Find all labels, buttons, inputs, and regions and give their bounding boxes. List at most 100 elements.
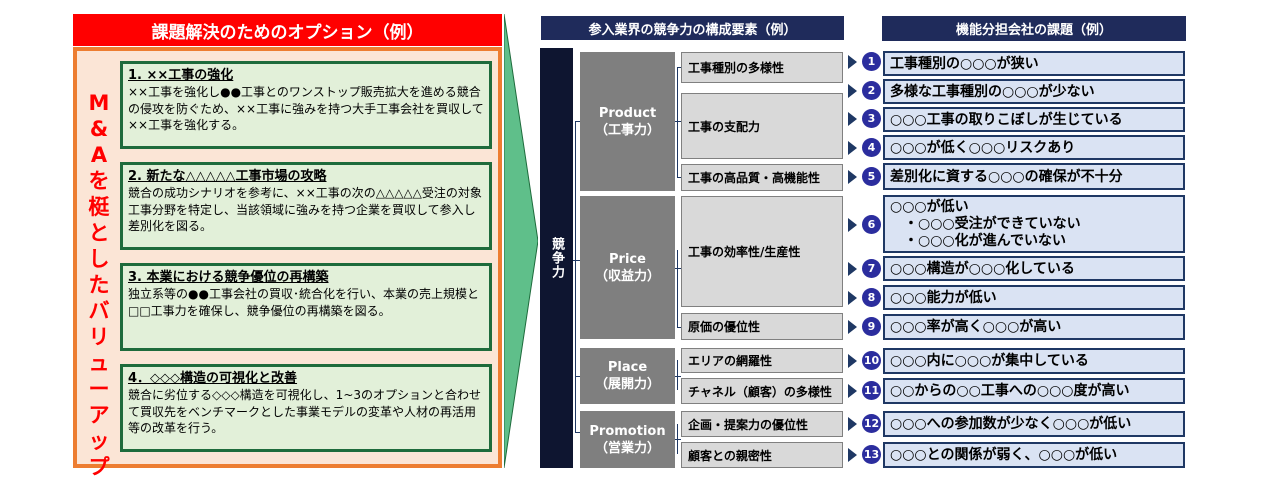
issue-box: ○○○率が高く○○○が高い xyxy=(883,314,1185,340)
tree-connector xyxy=(677,250,678,327)
components-header: 参入業界の競争力の構成要素（例） xyxy=(541,16,844,40)
option-body: 競合の成功シナリオを参考に、××工事の次の△△△△△受注の対象工事分野を特定し、… xyxy=(128,186,482,233)
arrow-right-icon xyxy=(848,218,857,232)
element-box: チャネル（顧客）の多様性 xyxy=(681,378,843,404)
vertical-title-char: & xyxy=(89,117,109,141)
issue-box: ○○○構造が○○○化している xyxy=(883,256,1185,281)
tree-connector xyxy=(675,268,681,269)
element-box: エリアの網羅性 xyxy=(681,348,843,373)
vertical-title-char: と xyxy=(88,221,110,245)
tree-connector xyxy=(675,121,681,122)
issue-box: ○○○が低い ・○○○受注ができていない ・○○○化が進んでいない xyxy=(883,195,1185,253)
arrow-right-icon xyxy=(848,84,857,98)
option-title: 2. 新たな△△△△△工事市場の攻略 xyxy=(128,169,327,184)
vertical-title-char: た xyxy=(88,273,110,297)
issue-box: ○○○能力が低い xyxy=(883,285,1185,310)
tree-connector xyxy=(677,67,678,177)
root-label: 競争力 xyxy=(549,237,564,279)
vertical-title-char: A xyxy=(90,143,108,167)
issue-line: 多様な工事種別の○○○が少ない xyxy=(890,83,1095,100)
issue-number: 11 xyxy=(862,381,881,400)
issue-line: ○○○が低く○○○リスクあり xyxy=(890,139,1076,156)
issue-number: 7 xyxy=(862,259,881,278)
issue-box: ○○○との関係が弱く、○○○が低い xyxy=(883,442,1185,468)
category-sub: （収益力） xyxy=(594,268,660,284)
option-box: 2. 新たな△△△△△工事市場の攻略 競合の成功シナリオを参考に、××工事の次の… xyxy=(120,162,492,250)
category-name: Price xyxy=(609,251,646,267)
vertical-title-char: プ xyxy=(88,455,110,479)
option-body: 独立系等の●●工事会社の買収･統合化を行い、本業の売上規模と□□工事力を確保し、… xyxy=(128,287,479,318)
tree-connector xyxy=(575,121,576,432)
issue-number: 10 xyxy=(862,351,881,370)
arrow-right-icon xyxy=(848,448,857,462)
arrow-right-icon xyxy=(848,384,857,398)
option-box: 4．◇◇◇構造の可視化と改善 競合に劣位する◇◇◇構造を可視化し、1~3のオプシ… xyxy=(120,364,492,452)
issue-box: ○○からの○○工事への○○○度が高い xyxy=(883,378,1185,404)
issue-line: ○○○能力が低い xyxy=(890,289,997,306)
arrow-right-icon xyxy=(848,320,857,334)
option-title: 3. 本業における競争優位の再構築 xyxy=(128,270,329,285)
issue-line: 工事種別の○○○が狭い xyxy=(890,55,1039,72)
issue-line: ・○○○受注ができていない xyxy=(904,215,1081,232)
issues-header: 機能分担会社の課題（例） xyxy=(882,16,1186,41)
vertical-title-char: リ xyxy=(88,325,110,349)
issue-number: 2 xyxy=(862,81,881,100)
issue-number: 8 xyxy=(862,288,881,307)
vertical-title-char: M xyxy=(88,91,110,115)
issue-number: 12 xyxy=(862,414,881,433)
issue-box: 工事種別の○○○が狭い xyxy=(883,51,1185,76)
issue-number: 5 xyxy=(862,167,881,186)
issue-box: ○○○への参加数が少なく○○○が低い xyxy=(883,411,1185,437)
category-product: Product （工事力） xyxy=(580,52,675,191)
element-box: 原価の優位性 xyxy=(681,313,843,340)
category-place: Place （展開力） xyxy=(580,348,675,404)
arrow-right-icon xyxy=(848,112,857,126)
issue-number: 6 xyxy=(862,215,881,234)
vertical-title-char: ュ xyxy=(88,351,110,375)
vertical-title-char: ッ xyxy=(88,429,110,453)
issue-number: 4 xyxy=(862,138,881,157)
issue-number: 13 xyxy=(862,445,881,464)
issue-number: 3 xyxy=(862,109,881,128)
tree-connector xyxy=(677,327,681,328)
arrow-right-icon xyxy=(848,141,857,155)
tree-connector xyxy=(677,177,681,178)
vertical-title: M & A を 梃 と し た バ リ ュ ー ア ッ プ xyxy=(82,90,116,480)
category-sub: （工事力） xyxy=(594,122,660,138)
element-box: 工事の高品質・高機能性 xyxy=(681,164,843,191)
issue-line: ○○○が低い xyxy=(890,198,969,215)
issue-box: 多様な工事種別の○○○が少ない xyxy=(883,79,1185,104)
vertical-title-char: ア xyxy=(88,403,110,427)
arrow-right-icon xyxy=(848,354,857,368)
vertical-title-char: を xyxy=(88,169,110,193)
arrow-right-icon xyxy=(848,55,857,69)
arrow-right-icon xyxy=(848,291,857,305)
element-box: 工事の効率性/生産性 xyxy=(681,196,843,307)
arrow-right-icon xyxy=(848,417,857,431)
issue-number: 9 xyxy=(862,317,881,336)
tree-connector xyxy=(575,121,580,122)
category-name: Promotion xyxy=(589,423,666,439)
vertical-title-char: し xyxy=(88,247,110,271)
tree-connector xyxy=(575,376,580,377)
vertical-title-char: ー xyxy=(88,377,110,401)
option-body: 競合に劣位する◇◇◇構造を可視化し、1~3のオプションと合わせて買収先をベンチマ… xyxy=(128,388,482,435)
tree-connector xyxy=(675,439,681,440)
issue-line: ○○○との関係が弱く、○○○が低い xyxy=(890,447,1118,463)
category-sub: （展開力） xyxy=(594,377,660,392)
option-title: 1. ××工事の強化 xyxy=(128,68,234,83)
category-name: Product xyxy=(598,105,657,121)
issue-box: 差別化に資する○○○の確保が不十分 xyxy=(883,163,1185,190)
option-box: 3. 本業における競争優位の再構築 独立系等の●●工事会社の買収･統合化を行い、… xyxy=(120,263,492,351)
vertical-title-char: バ xyxy=(88,299,110,323)
root-node: 競争力 xyxy=(540,48,573,468)
category-sub: （営業力） xyxy=(594,440,660,456)
issue-line: ○○○内に○○○が集中している xyxy=(890,353,1089,369)
option-box: 1. ××工事の強化 ××工事を強化し●●工事とのワンストップ販売拡大を進める競… xyxy=(120,61,492,149)
element-box: 企画・提案力の優位性 xyxy=(681,411,843,437)
option-body: ××工事を強化し●●工事とのワンストップ販売拡大を進める競合の侵攻を防ぐため、×… xyxy=(128,85,484,132)
issue-number: 1 xyxy=(862,52,881,71)
tree-connector xyxy=(575,432,580,433)
issue-box: ○○○が低く○○○リスクあり xyxy=(883,135,1185,160)
category-price: Price （収益力） xyxy=(580,196,675,339)
